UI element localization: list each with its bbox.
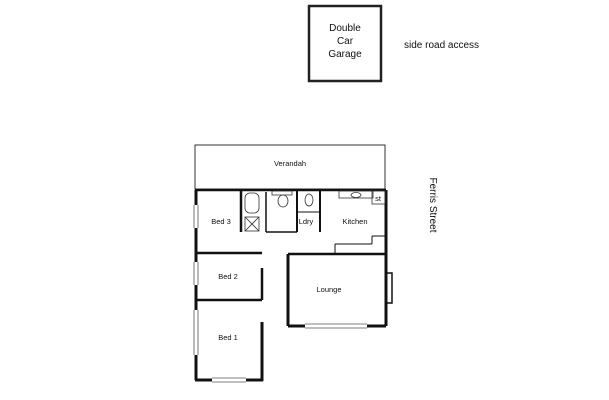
lounge-label: Lounge (316, 285, 341, 294)
windows (193, 205, 393, 383)
street-label: Ferris Street (427, 177, 438, 232)
verandah-label: Verandah (274, 159, 306, 168)
toilet-icon (277, 194, 289, 208)
garage-outline (307, 4, 383, 83)
kitchen-bench-icon (338, 190, 374, 199)
shower-icon (244, 216, 260, 232)
kitchen-label: Kitchen (342, 217, 367, 226)
bed2-label: Bed 2 (218, 272, 238, 281)
laundry-tub-icon (304, 193, 314, 207)
sink-icon (350, 192, 362, 198)
stove-label: st (375, 194, 382, 203)
bathroom-fixtures (244, 190, 386, 232)
garage-label-line3: Garage (328, 49, 362, 60)
stove-icon (371, 190, 386, 205)
garage-label-line1: Double (329, 23, 361, 34)
garage-access-note: side road access (404, 40, 479, 51)
bathtub-icon (244, 192, 260, 214)
verandah: Verandah (194, 144, 386, 190)
vanity-icon (271, 190, 293, 196)
bed1-label: Bed 1 (218, 333, 238, 342)
garage: Double Car Garage (307, 4, 383, 83)
garage-label-line2: Car (337, 36, 354, 47)
bed3-label: Bed 3 (211, 217, 231, 226)
laundry-label: Ldry (299, 217, 314, 226)
